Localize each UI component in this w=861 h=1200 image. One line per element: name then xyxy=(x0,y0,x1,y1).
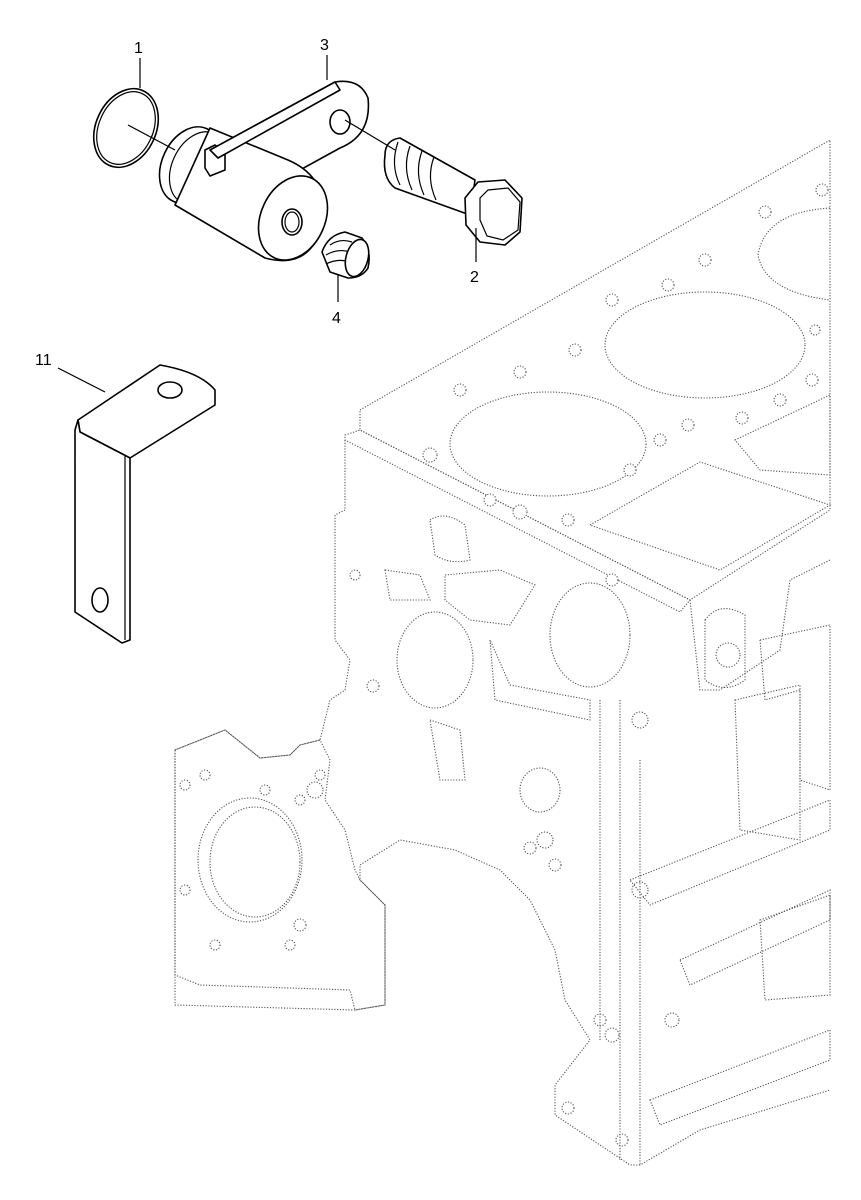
cylinder-bore-2 xyxy=(604,291,806,399)
part-bolt xyxy=(383,137,523,246)
front-hole-i xyxy=(561,1101,575,1115)
block-side-face xyxy=(689,559,831,691)
front-pocket-3 xyxy=(444,569,536,626)
housing-plate-ledge xyxy=(209,81,341,159)
flange-bolt-holes xyxy=(179,769,326,951)
side-boss xyxy=(704,608,746,689)
bolt-thread-1 xyxy=(393,141,401,186)
front-rib-2 xyxy=(429,719,466,781)
o-ring-inner xyxy=(96,91,156,165)
side-lower-rail xyxy=(649,1029,831,1126)
side-panel-3 xyxy=(759,894,831,1001)
front-hole-k xyxy=(349,569,361,581)
leader-1 xyxy=(127,58,176,151)
plug-end xyxy=(344,238,370,278)
side-boss-hole xyxy=(715,642,741,668)
water-jacket-1 xyxy=(588,461,832,571)
block-front-face xyxy=(174,440,831,1166)
housing-port-thread xyxy=(284,211,300,233)
cylinder-bore-3-partial xyxy=(757,207,831,301)
callout-11: 11 xyxy=(35,352,52,369)
flange-bore-inner xyxy=(209,806,301,918)
part-bracket xyxy=(74,364,216,644)
front-bore-2 xyxy=(396,611,474,709)
callout-3: 3 xyxy=(320,37,329,54)
plug-thread-1 xyxy=(329,239,353,246)
front-hole-l xyxy=(366,679,380,693)
front-bore-3 xyxy=(519,767,561,813)
leader-2 xyxy=(344,119,477,262)
leader-lines xyxy=(57,55,477,393)
cylinder-bore-1 xyxy=(449,391,647,497)
bracket-bottom-hole xyxy=(91,587,109,613)
part-housing xyxy=(158,80,370,262)
callout-labels: 1 3 2 4 11 xyxy=(35,37,479,369)
bolt-thread-2 xyxy=(405,145,413,191)
part-plug xyxy=(321,231,370,279)
front-hole-c xyxy=(548,858,562,872)
leader-11 xyxy=(57,367,106,393)
bracket-top-hole xyxy=(157,381,183,399)
callout-2: 2 xyxy=(470,269,479,286)
flange-bore xyxy=(197,797,303,923)
front-hole-j xyxy=(615,1133,629,1147)
front-rib-1 xyxy=(489,639,591,721)
deck-bolt-holes xyxy=(422,183,829,587)
water-jacket-2 xyxy=(734,394,831,476)
side-panel-1 xyxy=(759,624,831,791)
mounting-flange xyxy=(174,729,386,1011)
block-deck-front-edge xyxy=(344,429,691,613)
bolt-thread-4 xyxy=(429,156,437,201)
bracket-vertical-leg xyxy=(74,419,131,644)
front-hole-a xyxy=(536,831,554,849)
housing-plate-hole xyxy=(329,109,351,135)
callout-4: 4 xyxy=(332,310,341,327)
o-ring-outer xyxy=(92,87,160,169)
bolt-hex-face xyxy=(479,187,521,241)
side-panel-2 xyxy=(734,684,801,841)
front-hole-d xyxy=(631,711,649,729)
front-pocket-1 xyxy=(429,515,471,563)
bolt-thread-3 xyxy=(417,150,425,196)
front-pocket-2 xyxy=(384,569,431,601)
side-rail-2 xyxy=(679,889,831,986)
block-deck-outline xyxy=(359,139,831,601)
front-hole-h xyxy=(664,1012,680,1028)
side-rail-1 xyxy=(629,799,831,906)
bolt-shank xyxy=(383,137,476,216)
engine-block xyxy=(174,139,832,1166)
block-corner-edge xyxy=(599,700,641,1165)
front-hole-b xyxy=(523,841,537,855)
callout-1: 1 xyxy=(134,40,143,57)
part-o-ring xyxy=(92,87,160,169)
front-bore-1 xyxy=(549,582,631,688)
bolt-hex-head xyxy=(464,179,523,246)
front-hole-g xyxy=(604,1027,620,1043)
